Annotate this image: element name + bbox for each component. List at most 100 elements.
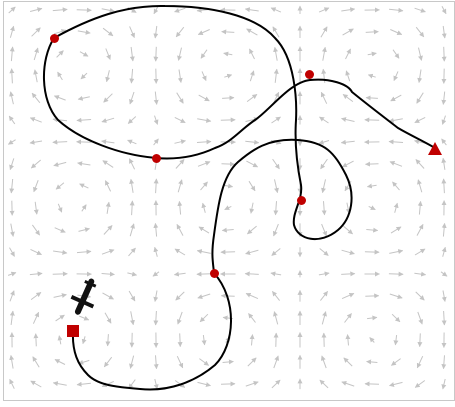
field-arrow-icon — [128, 247, 136, 257]
field-arrow-icon — [129, 178, 135, 193]
field-arrow-icon — [153, 46, 159, 62]
field-arrow-icon — [393, 71, 399, 82]
field-arrow-icon — [101, 271, 115, 277]
field-arrow-icon — [175, 26, 185, 38]
field-arrow-icon — [341, 160, 354, 168]
field-arrow-icon — [104, 312, 112, 324]
field-arrow-icon — [320, 355, 327, 369]
field-arrow-icon — [200, 49, 208, 59]
field-arrow-icon — [321, 46, 327, 61]
field-arrow-icon — [366, 227, 379, 233]
field-arrow-icon — [222, 95, 235, 101]
field-arrow-icon — [273, 68, 279, 83]
field-arrow-icon — [441, 290, 447, 302]
field-arrow-icon — [9, 91, 15, 105]
field-arrow-icon — [33, 69, 39, 83]
field-arrow-icon — [201, 71, 207, 82]
field-arrow-icon — [417, 69, 423, 83]
field-arrow-icon — [344, 313, 352, 323]
field-arrow-icon — [177, 333, 183, 348]
field-arrow-icon — [222, 359, 234, 365]
field-arrow-icon — [54, 227, 66, 233]
field-arrow-icon — [103, 225, 113, 235]
field-arrow-icon — [389, 293, 403, 299]
field-arrow-icon — [29, 271, 43, 277]
field-arrow-icon — [319, 379, 329, 389]
field-arrow-icon — [368, 205, 376, 211]
field-arrow-icon — [174, 248, 186, 256]
field-arrow-icon — [177, 69, 183, 83]
field-arrow-icon — [441, 157, 447, 170]
field-arrow-icon — [415, 26, 425, 38]
field-arrow-icon — [7, 271, 17, 277]
field-arrow-icon — [78, 359, 90, 365]
field-arrow-icon — [319, 116, 329, 124]
field-arrow-icon — [197, 293, 211, 299]
field-arrow-icon — [321, 201, 327, 216]
field-arrow-icon — [340, 139, 355, 145]
field-arrow-icon — [53, 29, 67, 35]
field-arrow-icon — [244, 271, 259, 277]
field-arrow-icon — [55, 182, 65, 190]
field-arrow-icon — [321, 179, 326, 194]
field-arrow-icon — [9, 68, 15, 84]
field-arrow-icon — [417, 200, 423, 215]
field-arrow-icon — [79, 51, 89, 57]
field-arrow-icon — [416, 355, 424, 369]
field-arrow-icon — [128, 158, 136, 170]
field-arrow-icon — [341, 249, 355, 255]
field-arrow-icon — [196, 271, 212, 277]
field-arrow-icon — [246, 93, 258, 103]
field-arrow-icon — [198, 226, 210, 234]
field-arrow-icon — [127, 271, 138, 277]
field-arrow-icon — [56, 50, 64, 58]
field-arrow-icon — [101, 139, 115, 145]
field-arrow-icon — [76, 7, 92, 13]
field-arrow-icon — [365, 29, 379, 35]
field-arrow-icon — [223, 51, 233, 57]
field-arrow-icon — [197, 160, 211, 167]
field-arrow-icon — [129, 311, 135, 326]
field-arrow-icon — [199, 313, 209, 323]
field-arrow-icon — [393, 335, 399, 346]
field-arrow-icon — [33, 201, 39, 215]
field-arrow-icon — [416, 223, 424, 236]
field-arrow-icon — [33, 47, 39, 61]
field-arrow-icon — [173, 271, 186, 277]
field-arrow-icon — [76, 381, 91, 387]
field-arrow-icon — [417, 333, 423, 348]
field-arrow-icon — [245, 249, 259, 255]
field-arrow-icon — [153, 6, 159, 15]
waypoint-marker-3 — [152, 154, 161, 163]
field-arrow-icon — [153, 25, 159, 39]
field-arrow-icon — [415, 291, 425, 301]
field-arrow-icon — [200, 181, 208, 191]
field-arrow-icon — [153, 115, 159, 125]
field-arrow-icon — [441, 378, 447, 390]
field-arrow-icon — [318, 7, 330, 13]
field-arrow-icon — [249, 202, 255, 214]
field-arrow-icon — [105, 201, 111, 214]
field-arrow-icon — [102, 27, 114, 37]
field-arrow-icon — [81, 204, 87, 212]
field-arrow-icon — [102, 292, 114, 300]
field-arrow-icon — [393, 202, 399, 213]
trajectory-path — [53, 4, 353, 391]
field-arrow-icon — [153, 378, 159, 390]
field-arrow-icon — [174, 7, 186, 13]
field-arrow-icon — [341, 292, 355, 300]
field-arrow-icon — [246, 160, 259, 168]
field-arrow-icon — [320, 291, 328, 301]
field-arrow-icon — [341, 7, 356, 13]
field-arrow-icon — [57, 71, 63, 81]
field-arrow-icon — [176, 223, 184, 236]
field-arrow-icon — [418, 47, 423, 61]
field-arrow-icon — [320, 91, 328, 104]
field-arrow-icon — [245, 292, 259, 300]
field-arrow-icon — [441, 25, 447, 39]
field-arrow-icon — [31, 92, 41, 104]
field-arrow-icon — [321, 311, 327, 325]
field-arrow-icon — [367, 51, 377, 57]
field-arrow-icon — [57, 335, 63, 345]
